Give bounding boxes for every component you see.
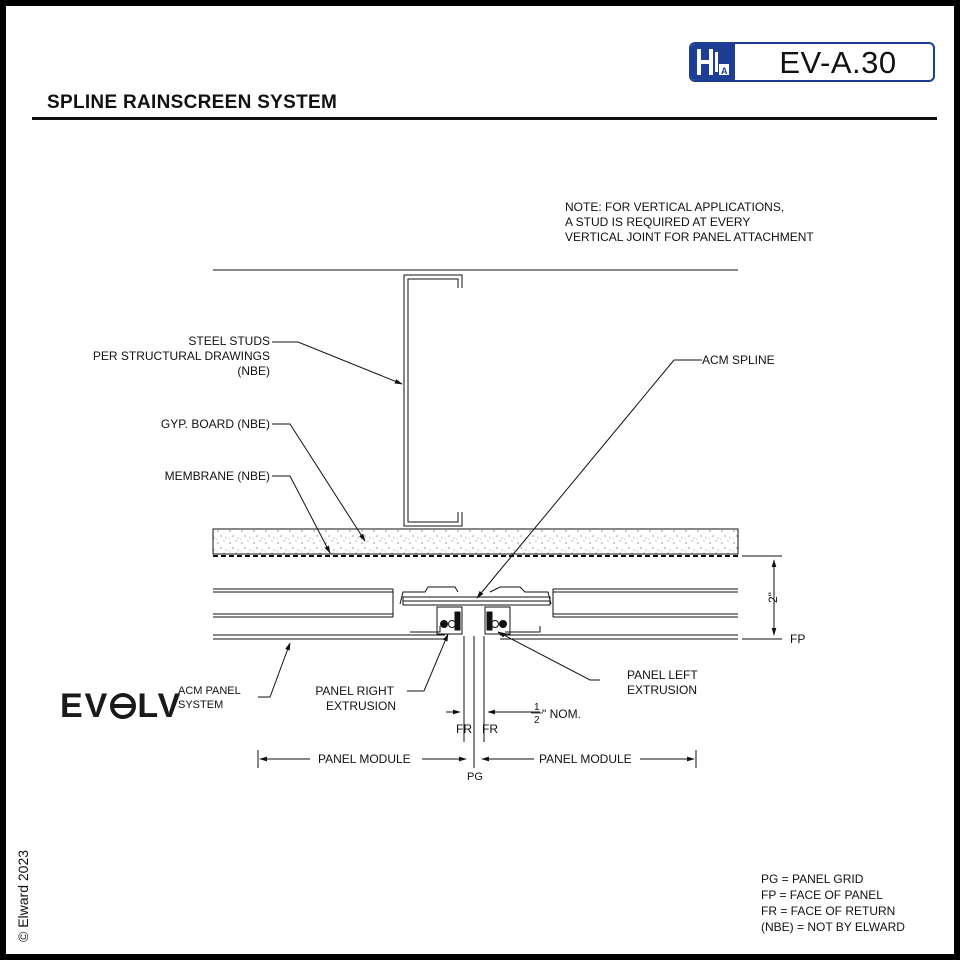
note-line-1: NOTE: FOR VERTICAL APPLICATIONS,: [565, 200, 784, 214]
dim-panel-module-right: PANEL MODULE: [539, 752, 632, 766]
label-steel-studs-3: (NBE): [237, 364, 270, 378]
leader-lines: [258, 341, 702, 698]
label-acm-panel-1: ACM PANEL: [178, 685, 241, 697]
sheet-badge: A EV-A.30: [689, 42, 935, 82]
panel-module-dimension: [257, 750, 697, 768]
label-acm-panel-2: SYSTEM: [178, 699, 223, 711]
label-panel-right-2: EXTRUSION: [326, 699, 396, 713]
page-title: SPLINE RAINSCREEN SYSTEM: [47, 92, 338, 113]
panel-right-assembly: [489, 586, 738, 640]
sheet-code: EV-A.30: [779, 45, 897, 80]
dim-gap-num: 1: [534, 702, 540, 713]
dim-gap-suffix: " NOM.: [542, 707, 581, 721]
label-panel-left-2: EXTRUSION: [627, 683, 697, 697]
dim-depth: 2": [766, 592, 780, 603]
dim-fp: FP: [790, 632, 805, 646]
copyright: © Elward 2023: [15, 849, 31, 942]
acm-spline: [402, 596, 551, 606]
svg-text:A: A: [721, 66, 728, 76]
label-steel-studs-1: STEEL STUDS: [188, 334, 270, 348]
legend-line-2: FP = FACE OF PANEL: [761, 888, 883, 902]
title-rule: [32, 117, 937, 120]
label-membrane: MEMBRANE (NBE): [165, 469, 270, 483]
label-steel-studs-2: PER STRUCTURAL DRAWINGS: [93, 349, 270, 363]
evelv-logo-e: [109, 687, 137, 726]
legend-line-3: FR = FACE OF RETURN: [761, 904, 895, 918]
dim-pg: PG: [467, 771, 483, 783]
note-line-3: VERTICAL JOINT FOR PANEL ATTACHMENT: [565, 230, 814, 244]
panel-left-assembly: [213, 586, 459, 640]
panel-extrusions: [436, 606, 511, 635]
dim-gap-den: 2: [534, 715, 540, 726]
note-line-2: A STUD IS REQUIRED AT EVERY: [565, 215, 750, 229]
label-gyp-board: GYP. BOARD (NBE): [161, 417, 270, 431]
dim-panel-module-left: PANEL MODULE: [318, 752, 411, 766]
label-acm-spline: ACM SPLINE: [702, 353, 775, 367]
detail-drawing: NOTE: FOR VERTICAL APPLICATIONS, A STUD …: [93, 200, 905, 934]
dim-fr-right: FR: [482, 722, 498, 736]
label-panel-right-1: PANEL RIGHT: [315, 684, 394, 698]
elward-logo-icon: A: [691, 44, 735, 80]
legend-line-4: (NBE) = NOT BY ELWARD: [761, 920, 905, 934]
label-panel-left-1: PANEL LEFT: [627, 668, 698, 682]
depth-dimension: [742, 555, 782, 640]
gyp-board: [212, 528, 739, 555]
evelv-logo-ev: EV: [60, 687, 110, 725]
steel-stud: [403, 274, 463, 527]
evelv-logo-lv: LV: [137, 687, 183, 725]
evelv-logo: EV LV: [60, 687, 182, 726]
grid-lines: [446, 636, 540, 768]
legend-line-1: PG = PANEL GRID: [761, 872, 864, 886]
dim-fr-left: FR: [456, 722, 472, 736]
